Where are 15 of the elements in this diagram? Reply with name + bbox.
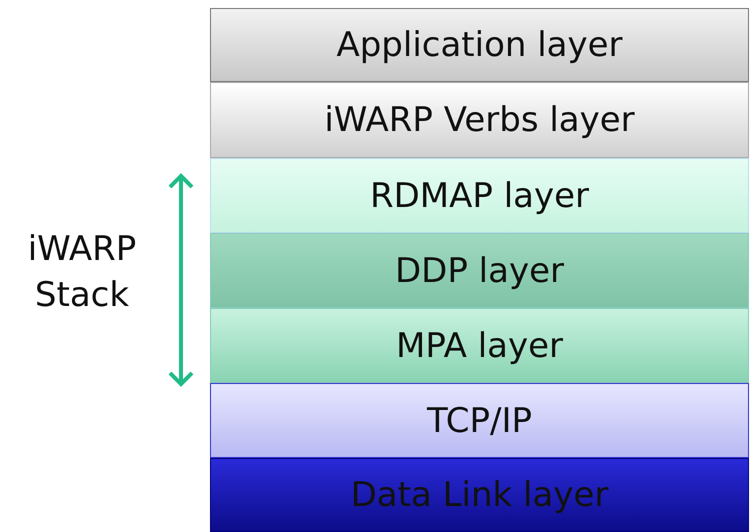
layer-box	[210, 233, 749, 308]
layer-label: DDP layer	[395, 250, 564, 290]
layer-box	[210, 458, 749, 532]
layer-label: TCP/IP	[426, 400, 532, 440]
layer-box	[210, 158, 749, 233]
layer-box	[210, 383, 749, 458]
layer-box	[210, 308, 749, 383]
layer-label: iWARP Verbs layer	[324, 100, 635, 140]
layer-box	[210, 82, 749, 158]
stack-label: iWARP Stack	[26, 228, 138, 317]
layer-label: RDMAP layer	[370, 176, 589, 216]
layer-label: Data Link layer	[350, 475, 608, 515]
layer-label: MPA layer	[396, 326, 564, 366]
layer-box	[210, 8, 749, 82]
layer-label: Application layer	[336, 25, 623, 65]
